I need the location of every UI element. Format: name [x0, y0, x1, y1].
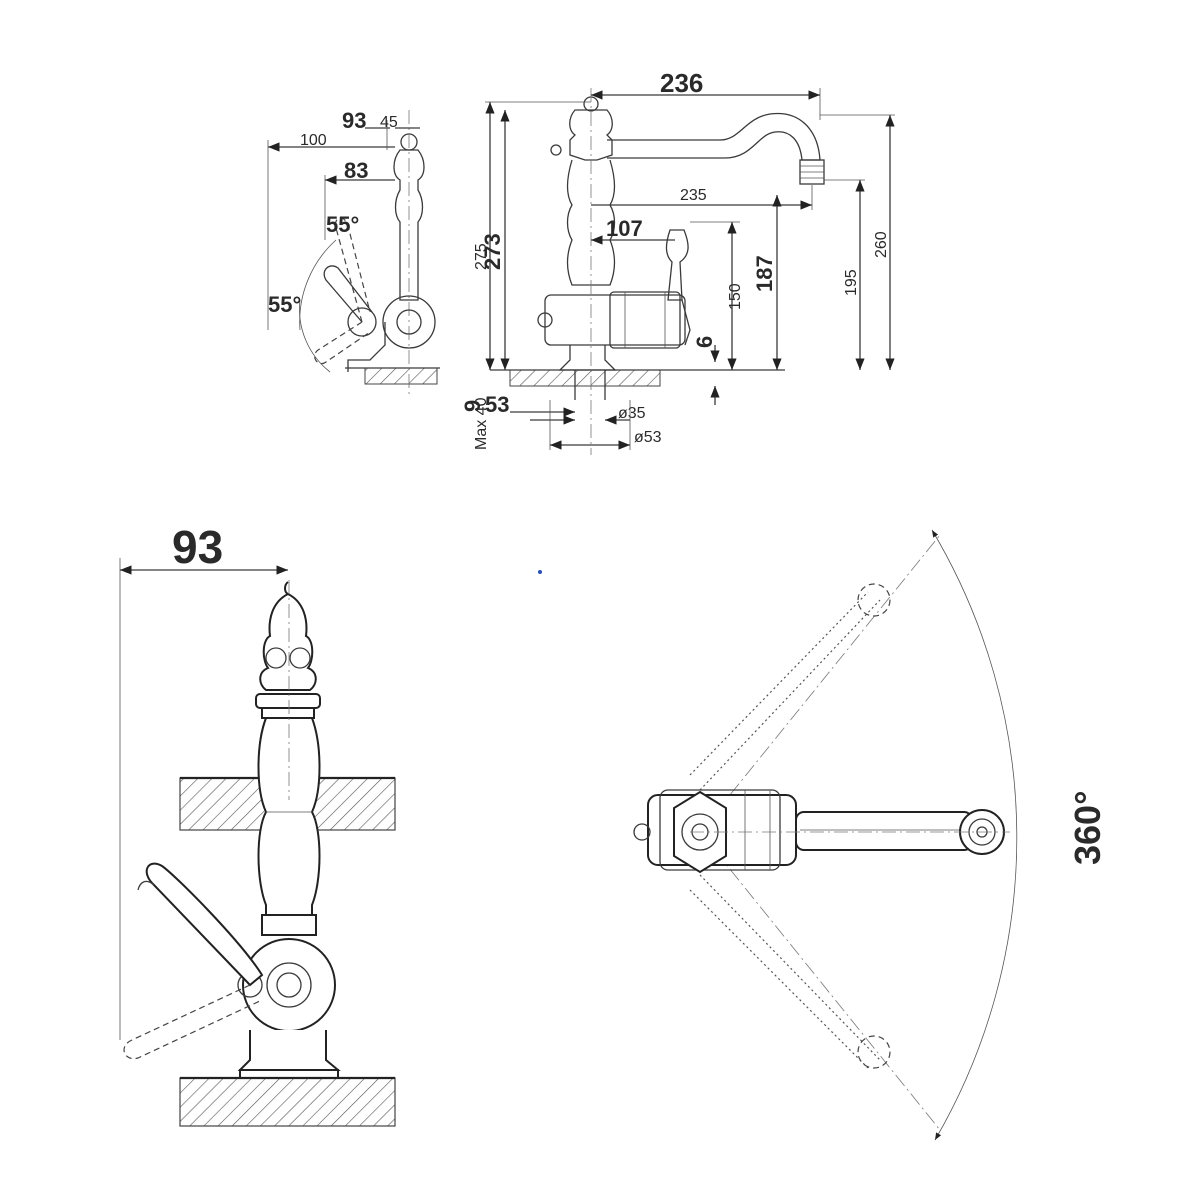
dim-9: 9 — [460, 400, 485, 412]
angle-55-upper: 55° — [326, 212, 359, 237]
dim-53-side: 53 — [485, 392, 509, 417]
dim-195: 195 — [843, 269, 860, 296]
dim-150: 150 — [727, 283, 744, 310]
countertop-bottom — [179, 1077, 396, 1127]
dim-93-top: 93 — [342, 108, 366, 133]
dim-6: 6 — [692, 336, 717, 348]
stray-dot — [538, 570, 542, 574]
bottom-left-front-view: 93 — [119, 521, 396, 1127]
dim-dia35: ø35 — [618, 405, 646, 422]
dim-100: 100 — [300, 132, 327, 149]
top-side-elevation: 236 235 107 275 273 150 187 6 195 260 53 — [460, 68, 895, 455]
dim-107: 107 — [606, 216, 643, 241]
angle-55-lower: 55° — [268, 292, 301, 317]
countertop-section — [509, 369, 661, 387]
top-left-front-view: 93 45 100 83 55° 55° — [267, 108, 440, 395]
dim-260: 260 — [873, 231, 890, 258]
dim-45: 45 — [380, 114, 398, 131]
dim-93-large: 93 — [172, 521, 223, 573]
rotation-360: 360° — [1067, 791, 1108, 865]
base-plate — [364, 367, 438, 385]
dim-187: 187 — [752, 255, 777, 292]
dim-83: 83 — [344, 158, 368, 183]
dim-273: 273 — [480, 233, 505, 270]
dim-275: 275 — [473, 243, 490, 270]
dim-235: 235 — [680, 187, 707, 204]
dim-max-40: Max 40 — [473, 397, 490, 450]
dim-236: 236 — [660, 68, 703, 98]
bottom-right-top-view: 360° — [633, 529, 1108, 1141]
dim-dia53: ø53 — [634, 429, 662, 446]
